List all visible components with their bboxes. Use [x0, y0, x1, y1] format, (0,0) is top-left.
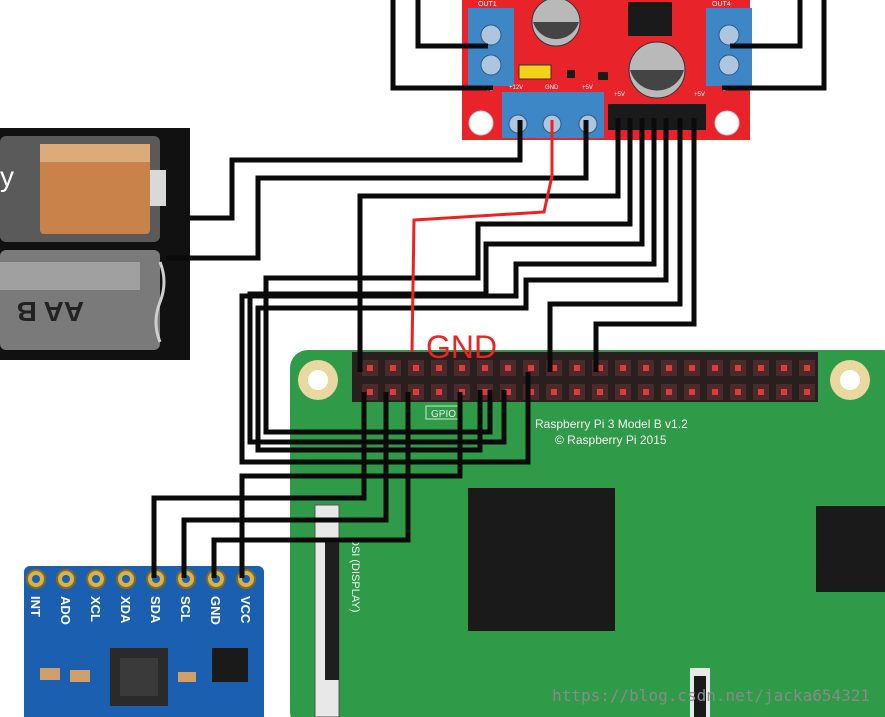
- black-wires: [151, 0, 827, 578]
- gnd-annotation: GND: [426, 329, 497, 365]
- svg-text:+5V: +5V: [614, 92, 625, 98]
- sensor-pads: [26, 569, 256, 589]
- sensor-pin-label: ADO: [58, 596, 73, 625]
- sensor-pin-label: INT: [28, 596, 43, 617]
- copyright-label: © Raspberry Pi 2015: [555, 433, 667, 447]
- sensor-pin-label: GND: [208, 596, 223, 625]
- gnd-wire: GND: [410, 120, 554, 365]
- svg-text:GND: GND: [545, 85, 559, 91]
- ram-chip: [816, 506, 885, 592]
- watermark: https://blog.csdn.net/jacka654321: [552, 686, 870, 705]
- sensor-pin-label: VCC: [238, 596, 253, 624]
- battery-bottom-text: AA B: [17, 296, 84, 327]
- battery-top-text: y: [0, 161, 14, 192]
- display-label: DSI (DISPLAY): [349, 538, 361, 612]
- battery-pack: y AA B: [0, 128, 190, 360]
- sensor-pin-label: SCL: [178, 596, 193, 622]
- gpio-pins: [362, 360, 815, 400]
- sensor-pin-label: SDA: [148, 596, 163, 624]
- svg-text:+5V: +5V: [694, 92, 705, 98]
- svg-text:+5V: +5V: [582, 85, 593, 91]
- svg-text:OUT4: OUT4: [712, 1, 731, 8]
- sensor-pin-label: XDA: [118, 596, 133, 624]
- svg-text:OUT1: OUT1: [478, 1, 497, 8]
- model-label: Raspberry Pi 3 Model B v1.2: [535, 417, 688, 431]
- raspberry-pi-board: GPIO Raspberry Pi 3 Model B v1.2 © Raspb…: [290, 350, 885, 717]
- sensor-pin-labels: INT ADO XCL XDA SDA SCL GND VCC: [28, 596, 253, 625]
- regulator-chip: [628, 2, 672, 36]
- sensor-board: INT ADO XCL XDA SDA SCL GND VCC: [24, 566, 264, 717]
- svg-text:+12V: +12V: [509, 85, 523, 91]
- motor-driver-board: OUT1 OUT4 +12V GND +5V T2 +5V +5V O: [462, 0, 752, 140]
- driver-header: [608, 104, 706, 130]
- sensor-pin-label: XCL: [88, 596, 103, 622]
- soc-chip: [468, 488, 615, 631]
- gpio-label: GPIO: [431, 409, 456, 420]
